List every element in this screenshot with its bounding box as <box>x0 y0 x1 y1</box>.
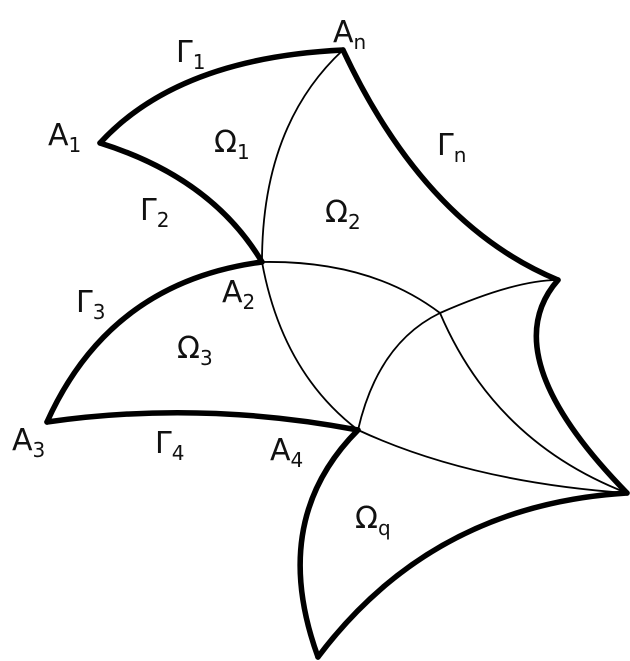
boundary-gamma3-curve <box>44 259 265 425</box>
boundary-gammaN-curve <box>340 47 561 283</box>
boundary-gamma1-curve <box>97 47 346 146</box>
region-label-omega1: Ω1 <box>214 125 250 164</box>
boundary-label-gamma4: Γ4 <box>155 426 184 465</box>
region-label-omega2: Ω2 <box>325 195 361 234</box>
vertex-label-a2: A2 <box>222 275 255 314</box>
boundary-label-gamma1: Γ1 <box>176 35 205 74</box>
interior-curve-a4-to-node <box>357 312 441 431</box>
vertex-label-an: An <box>333 15 366 54</box>
region-label-omega-q: Ωq <box>355 501 391 540</box>
boundary-label-gamma2: Γ2 <box>140 193 169 232</box>
interior-curve-a2-to-node <box>261 261 441 314</box>
vertex-label-a4: A4 <box>270 433 303 472</box>
vertex-label-a3: A3 <box>12 423 45 462</box>
boundary-right-cusp-curve <box>533 277 630 496</box>
interior-curve-a4-to-far-right <box>357 429 628 494</box>
boundary-gamma4-curve <box>44 409 361 433</box>
boundary-label-gamma3: Γ3 <box>76 285 105 324</box>
boundary-gamma2-curve <box>97 140 265 265</box>
boundary-omegaq-left-curve <box>297 427 361 660</box>
boundary-omegaq-bottom-curve <box>315 490 630 660</box>
interior-curve-a2-to-a4 <box>261 261 359 431</box>
interior-curve-node-to-right-vertex <box>439 279 559 314</box>
interior-curve-node-to-far-right <box>439 312 628 494</box>
interior-curve-a2-to-an <box>261 49 344 263</box>
boundary-label-gamma-n: Γn <box>437 128 466 167</box>
vertex-label-a1: A1 <box>48 118 81 157</box>
region-label-omega3: Ω3 <box>177 331 213 370</box>
